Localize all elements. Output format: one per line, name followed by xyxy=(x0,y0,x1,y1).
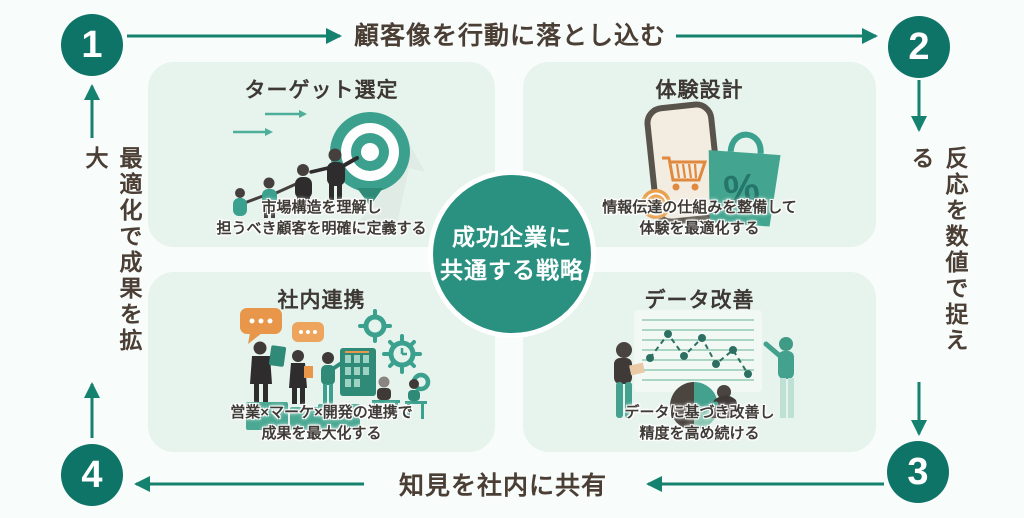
description-line: 営業×マーケ×開発の連携で xyxy=(230,403,413,421)
card-description: データに基づき改善し 精度を高め続ける xyxy=(523,402,876,446)
step-1-badge: 1 xyxy=(61,14,123,76)
step-number: 4 xyxy=(81,454,103,496)
card-title: 社内連携 xyxy=(277,289,366,312)
edge-label-left: 最適化で成果を拡大 xyxy=(82,146,142,354)
data-chart-illustration xyxy=(613,310,794,430)
svg-text:$: $ xyxy=(651,197,660,214)
cart-icon xyxy=(661,156,707,191)
step-3-badge: 3 xyxy=(887,441,949,503)
analyst-crouching xyxy=(701,385,741,418)
description-line: データに基づき改善し xyxy=(624,403,775,421)
description-line: 担うべき顧客を明確に定義する xyxy=(216,220,427,238)
card-data-improvement: データ改善 xyxy=(523,272,876,452)
card-description: 市場構造を理解し 担うべき顧客を明確に定義する xyxy=(148,197,495,241)
step-number: 2 xyxy=(908,26,930,68)
edge-label-top: 顧客像を行動に落とし込む xyxy=(353,22,666,50)
climbing-people xyxy=(232,148,359,218)
description-line: 市場構造を理解し xyxy=(261,198,382,216)
coin-icon: $ xyxy=(640,189,671,219)
svg-text:%: % xyxy=(721,166,761,213)
card-title: ターゲット選定 xyxy=(244,79,399,102)
shopping-bag-icon: % xyxy=(708,131,781,227)
line-chart xyxy=(645,330,752,378)
analyst-right xyxy=(763,337,794,418)
step-number: 1 xyxy=(81,24,103,66)
step-2-badge: 2 xyxy=(888,16,950,78)
podium-blocks xyxy=(245,402,360,430)
description-line: 情報伝達の仕組みを整備して xyxy=(602,198,797,216)
whiteboard-lines xyxy=(641,319,754,381)
center-title-line: 共通する戦略 xyxy=(440,257,584,283)
card-description: 情報伝達の仕組みを整備して 体験を最適化する xyxy=(523,197,876,241)
trend-arrows-icon xyxy=(232,110,307,136)
card-target-selection: ターゲット選定 xyxy=(148,62,495,247)
step-4-badge: 4 xyxy=(61,444,123,506)
target-illustration xyxy=(232,110,425,224)
card-title: データ改善 xyxy=(644,289,755,312)
description-line: 成果を最大化する xyxy=(261,425,382,443)
step-number: 3 xyxy=(907,451,929,493)
pie-chart xyxy=(669,382,718,430)
center-title-line: 成功企業に xyxy=(452,223,572,250)
card-experience-design: 体験設計 $ % xyxy=(523,62,876,247)
card-internal-collaboration: 社内連携 xyxy=(148,272,495,452)
team-collaboration-illustration xyxy=(239,308,430,430)
card-title: 体験設計 xyxy=(655,79,744,102)
card-description: 営業×マーケ×開発の連携で 成果を最大化する xyxy=(148,402,495,446)
shopping-experience-illustration: $ % xyxy=(640,101,781,227)
standing-people xyxy=(249,341,345,404)
edge-label-right: 反応を数値で捉える xyxy=(908,146,968,354)
analyst-left xyxy=(613,342,645,418)
center-strategy-circle: 成功企業に 共通する戦略 xyxy=(428,170,596,338)
speech-bubble-icon xyxy=(239,308,324,344)
description-line: 体験を最適化する xyxy=(639,220,760,238)
edge-label-bottom: 知見を社内に共有 xyxy=(398,472,607,500)
description-line: 精度を高め続ける xyxy=(639,425,760,443)
seated-people xyxy=(371,376,427,419)
